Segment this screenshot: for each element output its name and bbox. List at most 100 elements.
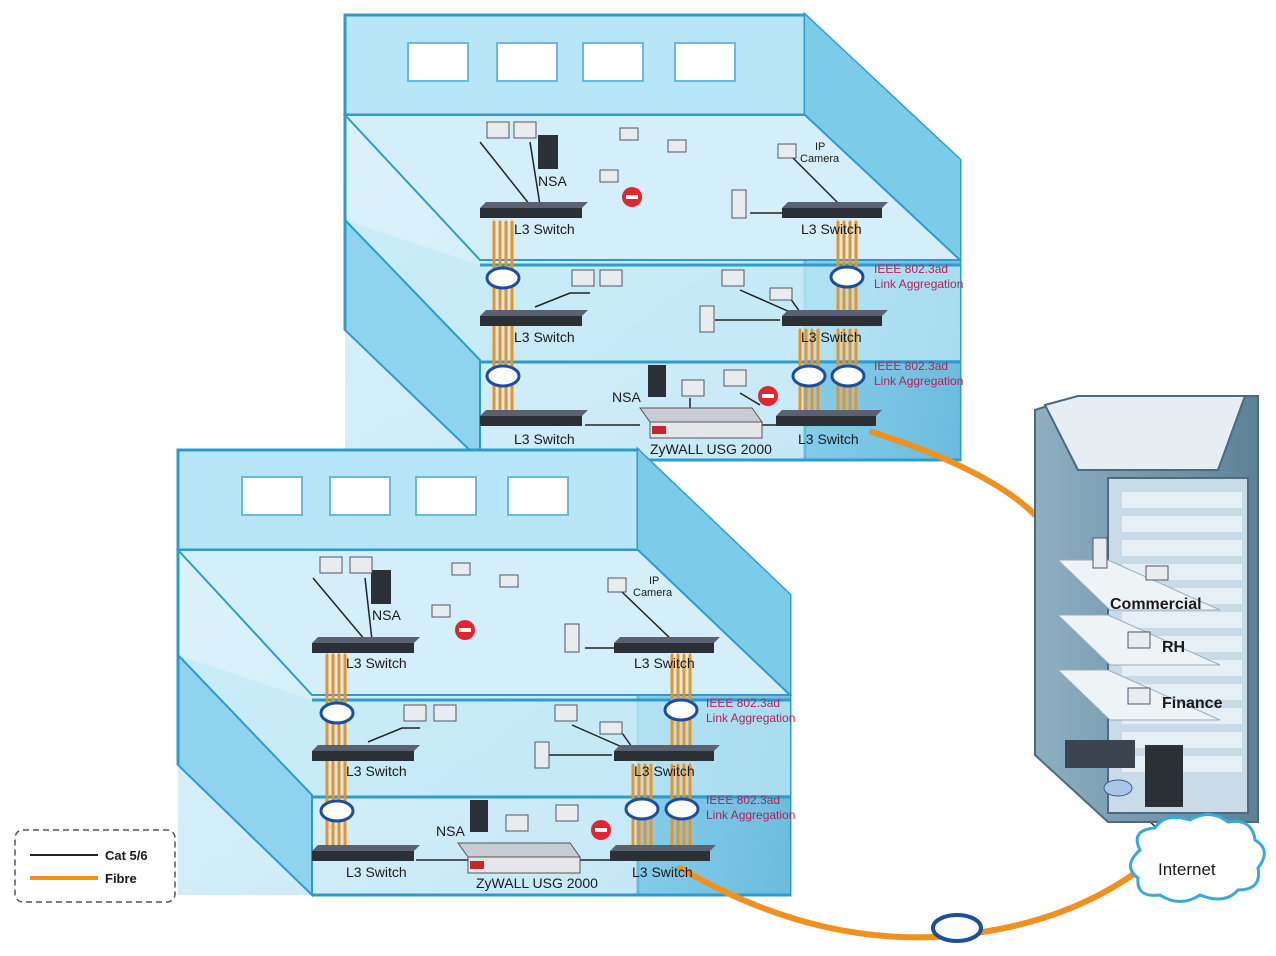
- l3-switch-label: L3 Switch: [514, 329, 575, 345]
- l3-switch-label: L3 Switch: [346, 864, 407, 880]
- pc-icon: [554, 704, 578, 722]
- pc-icon: [1127, 687, 1151, 705]
- devices-top: [480, 121, 888, 439]
- ip-camera-icon: [607, 577, 627, 593]
- pc-icon: [319, 556, 343, 574]
- nsa-label: NSA: [612, 389, 641, 405]
- access-point-icon: [1092, 537, 1108, 569]
- legend: [14, 829, 176, 903]
- block-icon: [758, 386, 778, 406]
- pc-icon: [723, 369, 747, 387]
- room-label-finance: Finance: [1162, 695, 1223, 712]
- laptop-icon: [667, 139, 687, 153]
- pc-icon: [571, 269, 595, 287]
- legend-fibre-label: Fibre: [105, 871, 137, 886]
- laptop-icon: [599, 169, 619, 183]
- link-aggregation-label: IEEE 802.3ad: [706, 793, 780, 807]
- access-point-icon: [731, 189, 747, 219]
- pc-icon: [513, 121, 537, 139]
- nsa-label: NSA: [436, 823, 465, 839]
- link-aggregation-label: Link Aggregation: [706, 808, 795, 822]
- ip-camera-icon: [777, 143, 797, 159]
- firewall-icon: [639, 407, 763, 439]
- switch-icon: [782, 310, 888, 326]
- internet-label: Internet: [1158, 860, 1216, 879]
- l3-switch-label: L3 Switch: [634, 763, 695, 779]
- block-icon: [591, 820, 611, 840]
- room-label-rh: RH: [1162, 639, 1185, 656]
- access-point-icon: [699, 305, 715, 333]
- switch-icon: [614, 745, 720, 761]
- switch-icon: [614, 637, 720, 653]
- server-rack-icon: [1145, 745, 1183, 807]
- room-label-commercial: Commercial: [1110, 596, 1202, 613]
- pc-icon: [486, 121, 510, 139]
- pc-icon: [555, 804, 579, 822]
- nsa-server-icon: [538, 135, 558, 169]
- link-aggregation-label: IEEE 802.3ad: [874, 262, 948, 276]
- block-icon: [455, 620, 475, 640]
- link-aggregation-icon: [791, 364, 827, 388]
- nsa-server-icon: [371, 570, 391, 604]
- pc-icon: [403, 704, 427, 722]
- link-aggregation-icon: [663, 698, 699, 722]
- ip-camera-label: Camera: [800, 153, 840, 165]
- link-aggregation-icon: [319, 701, 355, 725]
- firewall-label: ZyWALL USG 2000: [476, 875, 598, 891]
- ip-camera-label: Camera: [633, 587, 673, 599]
- pc-icon: [505, 814, 529, 832]
- switch-icon: [480, 202, 588, 218]
- windows-bottom: [241, 476, 569, 516]
- l3-switch-label: L3 Switch: [634, 655, 695, 671]
- ip-camera-label: IP: [815, 141, 825, 153]
- switch-icon: [480, 310, 588, 326]
- link-aggregation-icon: [830, 364, 866, 388]
- link-aggregation-label: IEEE 802.3ad: [874, 359, 948, 373]
- laptop-icon: [431, 604, 451, 618]
- l3-switch-label: L3 Switch: [801, 221, 862, 237]
- link-aggregation-label: Link Aggregation: [874, 277, 963, 291]
- switch-icon: [776, 410, 882, 426]
- l3-switch-label: L3 Switch: [346, 655, 407, 671]
- link-aggregation-icon: [664, 797, 700, 821]
- link-aggregation-icon: [624, 797, 660, 821]
- nsa-label: NSA: [372, 607, 401, 623]
- access-point-icon: [564, 623, 580, 653]
- printer-icon: [769, 287, 793, 301]
- laptop-icon: [499, 574, 519, 588]
- windows-top: [407, 42, 736, 82]
- link-aggregation-label: Link Aggregation: [874, 374, 963, 388]
- pc-icon: [349, 556, 373, 574]
- router-icon: [1103, 779, 1133, 797]
- labels: L3 Switch L3 Switch L3 Switch L3 Switch …: [105, 141, 1223, 891]
- firewall-icon: [457, 842, 581, 874]
- pc-icon: [433, 704, 457, 722]
- access-point-icon: [534, 741, 550, 769]
- nsa-label: NSA: [538, 173, 567, 189]
- l3-switch-label: L3 Switch: [514, 431, 575, 447]
- link-aggregation-icon: [485, 266, 521, 290]
- nsa-server-icon: [648, 365, 666, 397]
- switch-icon: [782, 202, 888, 218]
- link-aggregation-label: Link Aggregation: [706, 711, 795, 725]
- switch-icon: [312, 845, 420, 861]
- link-aggregation-label: IEEE 802.3ad: [706, 696, 780, 710]
- pc-icon: [721, 269, 745, 287]
- l3-switch-label: L3 Switch: [632, 864, 693, 880]
- switch-icon: [312, 745, 420, 761]
- legend-cat-label: Cat 5/6: [105, 848, 148, 863]
- devices-bottom: [312, 556, 720, 874]
- laptop-icon: [619, 127, 639, 141]
- pc-icon: [599, 269, 623, 287]
- pc-icon: [1127, 631, 1151, 649]
- pc-icon: [681, 379, 705, 397]
- laptop-icon: [1145, 565, 1169, 581]
- data-center-tower: [1034, 395, 1259, 823]
- l3-switch-label: L3 Switch: [798, 431, 859, 447]
- switch-icon: [610, 845, 716, 861]
- l3-switch-label: L3 Switch: [801, 329, 862, 345]
- l3-switch-label: L3 Switch: [514, 221, 575, 237]
- link-aggregation-icon: [485, 364, 521, 388]
- printer-icon: [599, 721, 623, 735]
